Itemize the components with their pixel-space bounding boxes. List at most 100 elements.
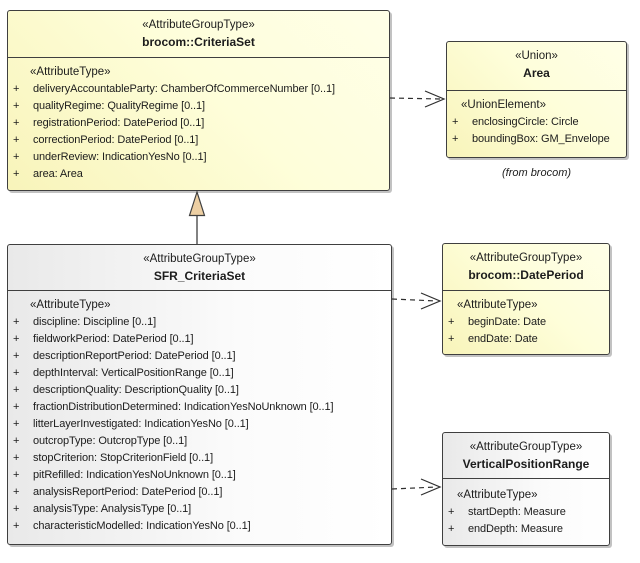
attribute-row: + descriptionQuality: DescriptionQuality … xyxy=(8,382,391,399)
visibility-marker: + xyxy=(13,134,20,146)
visibility-marker: + xyxy=(452,133,459,145)
attribute-row: +analysisReportPeriod: DatePeriod [0..1] xyxy=(8,484,391,501)
attribute-row: + pitRefilled: IndicationYesNoUnknown [0.… xyxy=(8,467,391,484)
visibility-marker: + xyxy=(13,168,20,180)
section-label: «AttributeType» xyxy=(457,489,538,501)
attribute-row: + analysisType: AnalysisType [0..1] xyxy=(8,501,391,518)
visibility-marker: + xyxy=(13,384,20,396)
class-verticalpositionrange[interactable]: «AttributeGroupType» VerticalPositionRan… xyxy=(442,432,610,546)
visibility-marker: + xyxy=(13,367,20,379)
visibility-marker: + xyxy=(13,503,20,515)
attribute-text: beginDate: Date xyxy=(468,316,546,328)
attribute-row: + descriptionReportPeriod: DatePeriod [0.… xyxy=(8,348,391,365)
attribute-row: +startDepth: Measure xyxy=(443,504,609,521)
attribute-text: enclosingCircle: Circle xyxy=(472,116,579,128)
visibility-marker: + xyxy=(13,452,20,464)
section-label: «AttributeType» xyxy=(457,299,538,311)
section-label: «AttributeType» xyxy=(30,66,111,78)
class-header: «AttributeGroupType» SFR_CriteriaSet xyxy=(8,245,391,291)
generalization-arrow xyxy=(188,190,206,244)
visibility-marker: + xyxy=(13,83,20,95)
stereotype-label: «AttributeGroupType» xyxy=(142,19,255,31)
package-origin-caption: (from brocom) xyxy=(501,167,572,179)
visibility-marker: + xyxy=(13,151,20,163)
attribute-row: + discipline: Discipline [0..1] xyxy=(8,314,391,331)
attributes-section: «UnionElement» +enclosingCircle: Circle … xyxy=(447,91,626,148)
attribute-row: + deliveryAccountableParty: ChamberOfComm… xyxy=(8,81,389,98)
visibility-marker: + xyxy=(452,116,459,128)
attribute-row: + underReview: IndicationYesNo [0..1] xyxy=(8,149,389,166)
attribute-text: correctionPeriod: DatePeriod [0..1] xyxy=(33,134,199,146)
attribute-row: + registrationPeriod: DatePeriod [0..1] xyxy=(8,115,389,132)
class-header: «AttributeGroupType» VerticalPositionRan… xyxy=(443,433,609,479)
class-brocom-dateperiod[interactable]: «AttributeGroupType» brocom::DatePeriod … xyxy=(442,243,610,355)
visibility-marker: + xyxy=(13,435,20,447)
attribute-row: +depthInterval: VerticalPositionRange [0… xyxy=(8,365,391,382)
attribute-text: descriptionReportPeriod: DatePeriod [0..… xyxy=(33,350,236,362)
attribute-text: fractionDistributionDetermined: Indicati… xyxy=(33,401,334,413)
stereotype-label: «Union» xyxy=(515,50,558,62)
class-name: VerticalPositionRange xyxy=(462,457,590,471)
attribute-text: endDepth: Measure xyxy=(468,523,563,535)
attribute-text: registrationPeriod: DatePeriod [0..1] xyxy=(33,117,205,129)
visibility-marker: + xyxy=(13,469,20,481)
attribute-text: discipline: Discipline [0..1] xyxy=(33,316,157,328)
attribute-text: characteristicModelled: IndicationYesNo … xyxy=(33,520,251,532)
stereotype-label: «AttributeGroupType» xyxy=(469,252,583,264)
attribute-row: + endDate: Date xyxy=(443,331,609,348)
attributes-section: «AttributeType» +startDepth: Measure + en… xyxy=(443,479,609,538)
attribute-row: + correctionPeriod: DatePeriod [0..1] xyxy=(8,132,389,149)
attribute-row: + boundingBox: GM_Envelope xyxy=(447,131,626,148)
attribute-text: endDate: Date xyxy=(468,333,538,345)
attribute-row: + stopCriterion: StopCriterionField [0..1… xyxy=(8,450,391,467)
class-header: «AttributeGroupType» brocom::CriteriaSet xyxy=(8,11,389,58)
attribute-text: qualityRegime: QualityRegime [0..1] xyxy=(33,100,205,112)
attribute-text: startDepth: Measure xyxy=(468,506,566,518)
class-name: Area xyxy=(523,66,550,80)
visibility-marker: + xyxy=(13,520,20,532)
attributes-section: «AttributeType» + deliveryAccountablePart… xyxy=(8,58,389,183)
visibility-marker: + xyxy=(448,333,455,345)
attribute-row: + qualityRegime: QualityRegime [0..1] xyxy=(8,98,389,115)
class-name: SFR_CriteriaSet xyxy=(153,269,246,283)
attribute-row: + endDepth: Measure xyxy=(443,521,609,538)
visibility-marker: + xyxy=(448,316,455,328)
dependency-arrow-dateperiod xyxy=(391,292,442,310)
attributes-section: «AttributeType» + beginDate: Date + endDat… xyxy=(443,291,609,348)
attribute-row: + beginDate: Date xyxy=(443,314,609,331)
attribute-text: boundingBox: GM_Envelope xyxy=(472,133,610,145)
attribute-row: + fractionDistributionDetermined: Indicat… xyxy=(8,399,391,416)
attribute-text: descriptionQuality: DescriptionQuality [… xyxy=(33,384,239,396)
attribute-row: +litterLayerInvestigated: IndicationYesN… xyxy=(8,416,391,433)
visibility-marker: + xyxy=(13,401,20,413)
attribute-text: underReview: IndicationYesNo [0..1] xyxy=(33,151,207,163)
class-sfr-criteriaset[interactable]: «AttributeGroupType» SFR_CriteriaSet «At… xyxy=(7,244,392,545)
attribute-row: + enclosingCircle: Circle xyxy=(447,114,626,131)
class-header: «Union» Area xyxy=(447,42,626,91)
stereotype-label: «AttributeGroupType» xyxy=(143,253,256,265)
section-label: «UnionElement» xyxy=(461,99,547,111)
class-name: brocom::DatePeriod xyxy=(468,268,584,282)
stereotype-label: «AttributeGroupType» xyxy=(469,441,583,453)
attribute-row: + outcropType: OutcropType [0..1] xyxy=(8,433,391,450)
visibility-marker: + xyxy=(13,316,20,328)
dependency-arrow-verticalpositionrange xyxy=(391,478,442,496)
attributes-section: «AttributeType» + discipline: Discipline … xyxy=(8,291,391,535)
attribute-row: +area: Area xyxy=(8,166,389,183)
visibility-marker: + xyxy=(448,523,455,535)
attribute-text: litterLayerInvestigated: IndicationYesNo… xyxy=(33,418,249,430)
attribute-text: analysisType: AnalysisType [0..1] xyxy=(33,503,192,515)
attribute-text: deliveryAccountableParty: ChamberOfComme… xyxy=(33,83,335,95)
visibility-marker: + xyxy=(13,117,20,129)
section-label: «AttributeType» xyxy=(30,299,111,311)
class-brocom-criteriaset[interactable]: «AttributeGroupType» brocom::CriteriaSet… xyxy=(7,10,390,191)
class-area[interactable]: «Union» Area «UnionElement» + enclosingCi… xyxy=(446,41,627,158)
attribute-text: outcropType: OutcropType [0..1] xyxy=(33,435,188,447)
attribute-text: pitRefilled: IndicationYesNoUnknown [0..… xyxy=(33,469,236,481)
visibility-marker: + xyxy=(13,350,20,362)
attribute-row: +fieldworkPeriod: DatePeriod [0..1] xyxy=(8,331,391,348)
visibility-marker: + xyxy=(13,100,20,112)
attribute-row: + characteristicModelled: IndicationYesNo… xyxy=(8,518,391,535)
attribute-text: stopCriterion: StopCriterionField [0..1] xyxy=(33,452,214,464)
